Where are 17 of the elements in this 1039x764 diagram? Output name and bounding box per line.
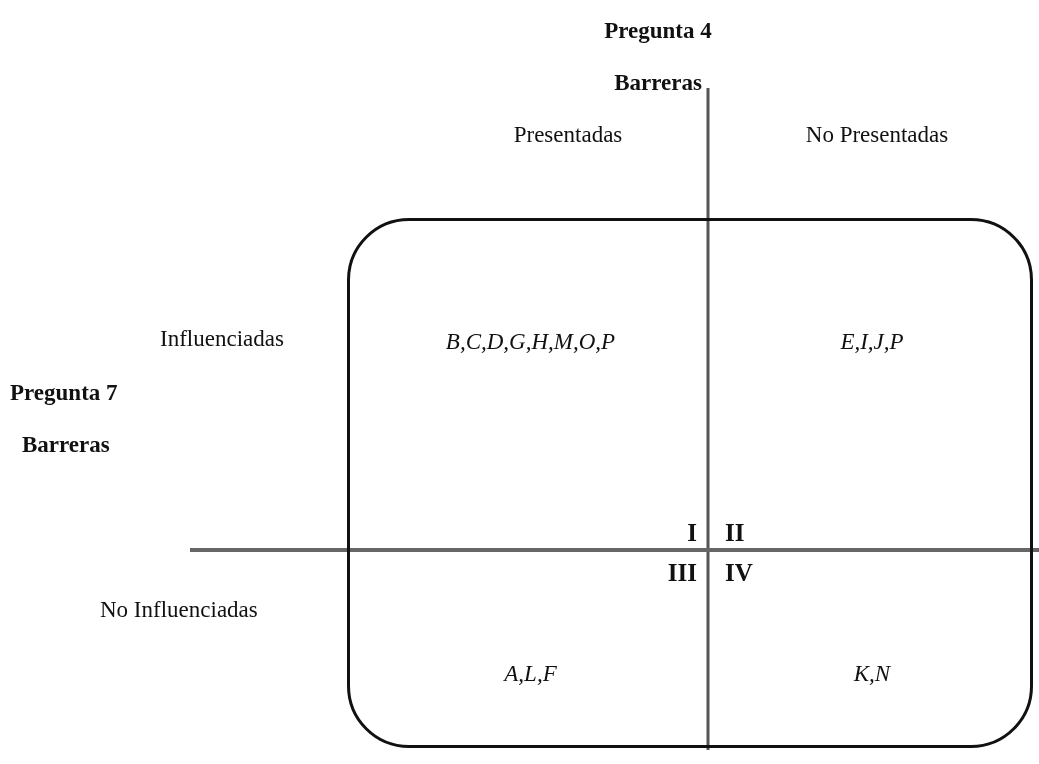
quadrant-number: IV [725, 559, 753, 587]
axis-label: No Influenciadas [100, 597, 258, 623]
quadrant-number: II [725, 519, 745, 547]
axis-label: No Presentadas [805, 122, 949, 148]
axis-label: Barreras [22, 432, 110, 458]
quadrant-items: B,C,D,G,H,M,O,P [444, 329, 617, 355]
axis-label: Influenciadas [160, 326, 284, 352]
quadrant-number: I [687, 519, 697, 547]
axis-label: Presentadas [513, 122, 623, 148]
quadrant-items: E,I,J,P [839, 329, 905, 355]
quadrant-number: III [667, 559, 697, 587]
axis-label: Barreras [614, 70, 702, 96]
rounded-frame [347, 218, 1033, 748]
quadrant-items: A,L,F [502, 661, 558, 687]
axis-label: Pregunta 4 [604, 18, 712, 44]
axis-label: Pregunta 7 [10, 380, 118, 406]
quadrant-items: K,N [852, 661, 892, 687]
